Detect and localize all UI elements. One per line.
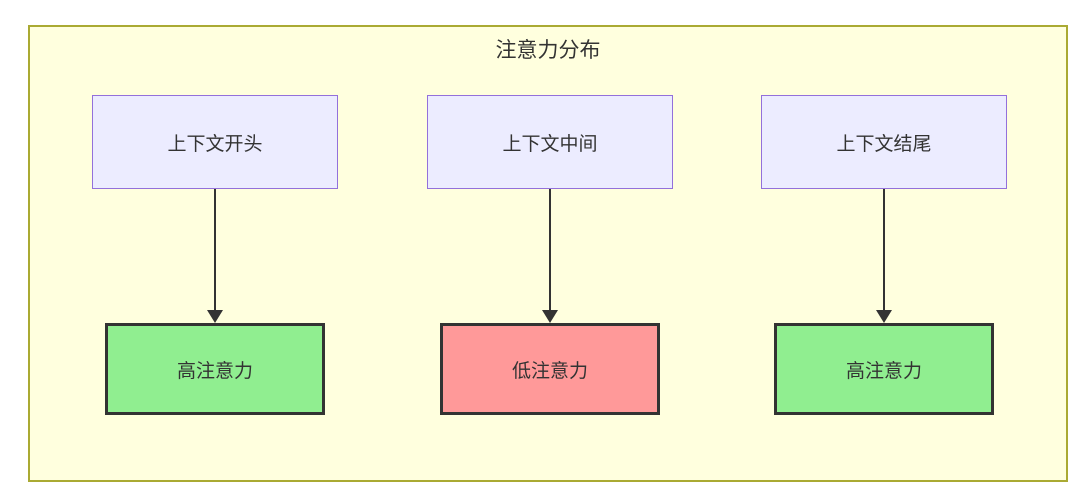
node-context-end: 上下文结尾 [761,95,1007,189]
arrow-line [883,189,885,312]
node-context-start: 上下文开头 [92,95,338,189]
node-context-start-label: 上下文开头 [167,133,263,155]
node-high-attention-1-label: 高注意力 [176,360,253,382]
arrow-head [542,310,558,323]
node-low-attention: 低注意力 [440,323,660,415]
arrow-down-icon [541,189,559,323]
column-context-start: 上下文开头 高注意力 [92,95,338,415]
node-context-middle-label: 上下文中间 [502,133,598,155]
arrow-line [214,189,216,312]
node-high-attention-1: 高注意力 [105,323,325,415]
column-context-end: 上下文结尾 高注意力 [761,95,1007,415]
node-context-end-label: 上下文结尾 [836,133,932,155]
node-high-attention-2: 高注意力 [774,323,994,415]
column-context-middle: 上下文中间 低注意力 [427,95,673,415]
node-low-attention-label: 低注意力 [511,360,588,382]
diagram-canvas: 注意力分布 上下文开头 高注意力 上下文中间 低注意力 [28,25,1068,482]
arrow-line [549,189,551,312]
diagram-title: 注意力分布 [495,39,601,62]
node-high-attention-2-label: 高注意力 [845,360,922,382]
arrow-head [207,310,223,323]
arrow-head [876,310,892,323]
arrow-down-icon [875,189,893,323]
node-context-middle: 上下文中间 [427,95,673,189]
arrow-down-icon [206,189,224,323]
